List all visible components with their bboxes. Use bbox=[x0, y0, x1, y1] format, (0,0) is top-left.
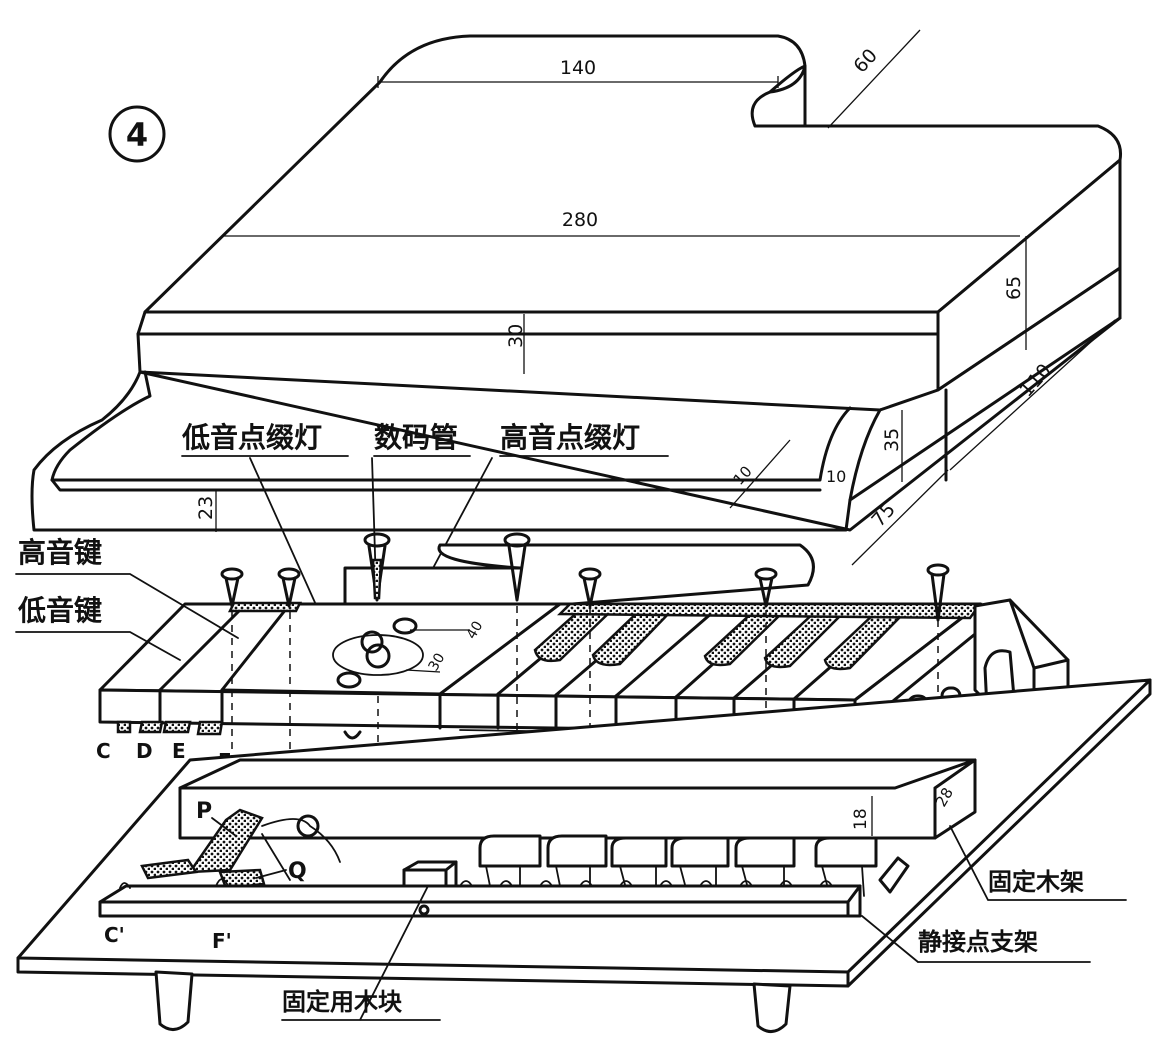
digit-tube-icon bbox=[360, 630, 384, 654]
screw-hole-icon bbox=[418, 904, 430, 916]
contact-strip bbox=[140, 858, 199, 880]
letter-p: P bbox=[196, 799, 212, 824]
letter-d: D bbox=[136, 739, 153, 763]
base-board-edge bbox=[16, 678, 1152, 988]
lamp-labels: 低音点缀灯 数码管 高音点缀灯 bbox=[181, 421, 669, 677]
screw-icon bbox=[363, 532, 391, 602]
key-side-labels: 高音键 低音键 bbox=[15, 536, 239, 661]
leg-right bbox=[752, 982, 792, 1033]
bass-lamp-icon bbox=[336, 671, 362, 689]
key-strip-left bbox=[227, 601, 303, 613]
key-tabs bbox=[116, 720, 224, 736]
dim-side-height: 65 bbox=[1003, 276, 1025, 300]
dim-base-gap: 23 bbox=[195, 496, 217, 520]
label-treble-lamp: 高音点缀灯 bbox=[500, 421, 640, 454]
key-strip bbox=[557, 602, 983, 620]
lid-top-face bbox=[143, 34, 1123, 314]
label-fixing-block: 固定用木块 bbox=[282, 988, 402, 1016]
black-key-3 bbox=[703, 608, 789, 667]
body-tray-lip bbox=[50, 478, 822, 492]
label-contact-bracket: 静接点支架 bbox=[918, 928, 1038, 956]
dim-bracket-height: 18 bbox=[851, 808, 871, 830]
dim-front-height: 30 bbox=[505, 324, 527, 348]
lid-assembly bbox=[30, 34, 1123, 532]
dim-top-width: 140 bbox=[560, 57, 596, 79]
contact-p bbox=[187, 808, 264, 874]
display-panel bbox=[220, 602, 562, 696]
dim-depth: 60 bbox=[849, 45, 882, 78]
contact-bracket-edges bbox=[98, 884, 862, 918]
body-case bbox=[30, 266, 1122, 532]
letter-c: C bbox=[96, 739, 111, 763]
lid-rear-rise bbox=[768, 64, 807, 128]
contact-wires bbox=[261, 818, 341, 881]
screw-icon bbox=[503, 532, 531, 602]
lamp-drop bbox=[343, 730, 362, 740]
black-key-5 bbox=[823, 612, 906, 671]
screw-icon bbox=[220, 567, 244, 608]
fixed-frame-edges bbox=[178, 758, 977, 840]
dim-lamp-diameter: 30 bbox=[426, 651, 449, 674]
dim-lamp-spacing: 40 bbox=[464, 619, 487, 642]
letter-q: Q bbox=[288, 859, 307, 884]
screw-icon bbox=[754, 567, 778, 608]
figure-number-badge: 4 bbox=[108, 105, 166, 163]
base-labels: 固定木架 静接点支架 固定用木块 bbox=[281, 825, 1127, 1021]
dim-width: 280 bbox=[562, 209, 598, 231]
black-key-2 bbox=[591, 608, 675, 667]
contact-q bbox=[218, 868, 266, 890]
body-side-lines bbox=[848, 316, 1122, 502]
screw-icon bbox=[277, 567, 301, 608]
dim-lip: 10 bbox=[730, 462, 756, 488]
dim-side-lower: 35 bbox=[881, 428, 903, 452]
treble-lamp-icon bbox=[392, 617, 418, 635]
figure-number: 4 bbox=[126, 116, 148, 154]
label-treble-keys: 高音键 bbox=[18, 536, 102, 569]
letter-c-prime: C' bbox=[104, 923, 125, 947]
fixing-block bbox=[402, 860, 458, 888]
base-assembly: 18 28 P Q C' F' bbox=[16, 678, 1152, 1033]
letter-f-prime: F' bbox=[212, 929, 232, 953]
spring-contacts bbox=[478, 834, 910, 897]
label-digit-tube: 数码管 bbox=[374, 421, 458, 454]
bracket-contacts bbox=[119, 878, 833, 889]
lid-front-edge bbox=[136, 310, 940, 336]
label-bass-lamp: 低音点缀灯 bbox=[181, 421, 322, 454]
fixed-frame bbox=[178, 758, 977, 840]
contact-coil-icon bbox=[296, 814, 320, 838]
body-inner-tray bbox=[50, 370, 852, 482]
letter-e: E bbox=[172, 739, 186, 763]
digit-tube-lens-icon bbox=[365, 643, 391, 669]
black-key-4 bbox=[763, 610, 848, 669]
label-bass-keys: 低音键 bbox=[17, 594, 102, 627]
leg-left bbox=[154, 970, 194, 1031]
black-key-1 bbox=[533, 608, 616, 663]
label-fixed-frame: 固定木架 bbox=[988, 868, 1084, 896]
dim-lip-b: 10 bbox=[826, 467, 846, 486]
